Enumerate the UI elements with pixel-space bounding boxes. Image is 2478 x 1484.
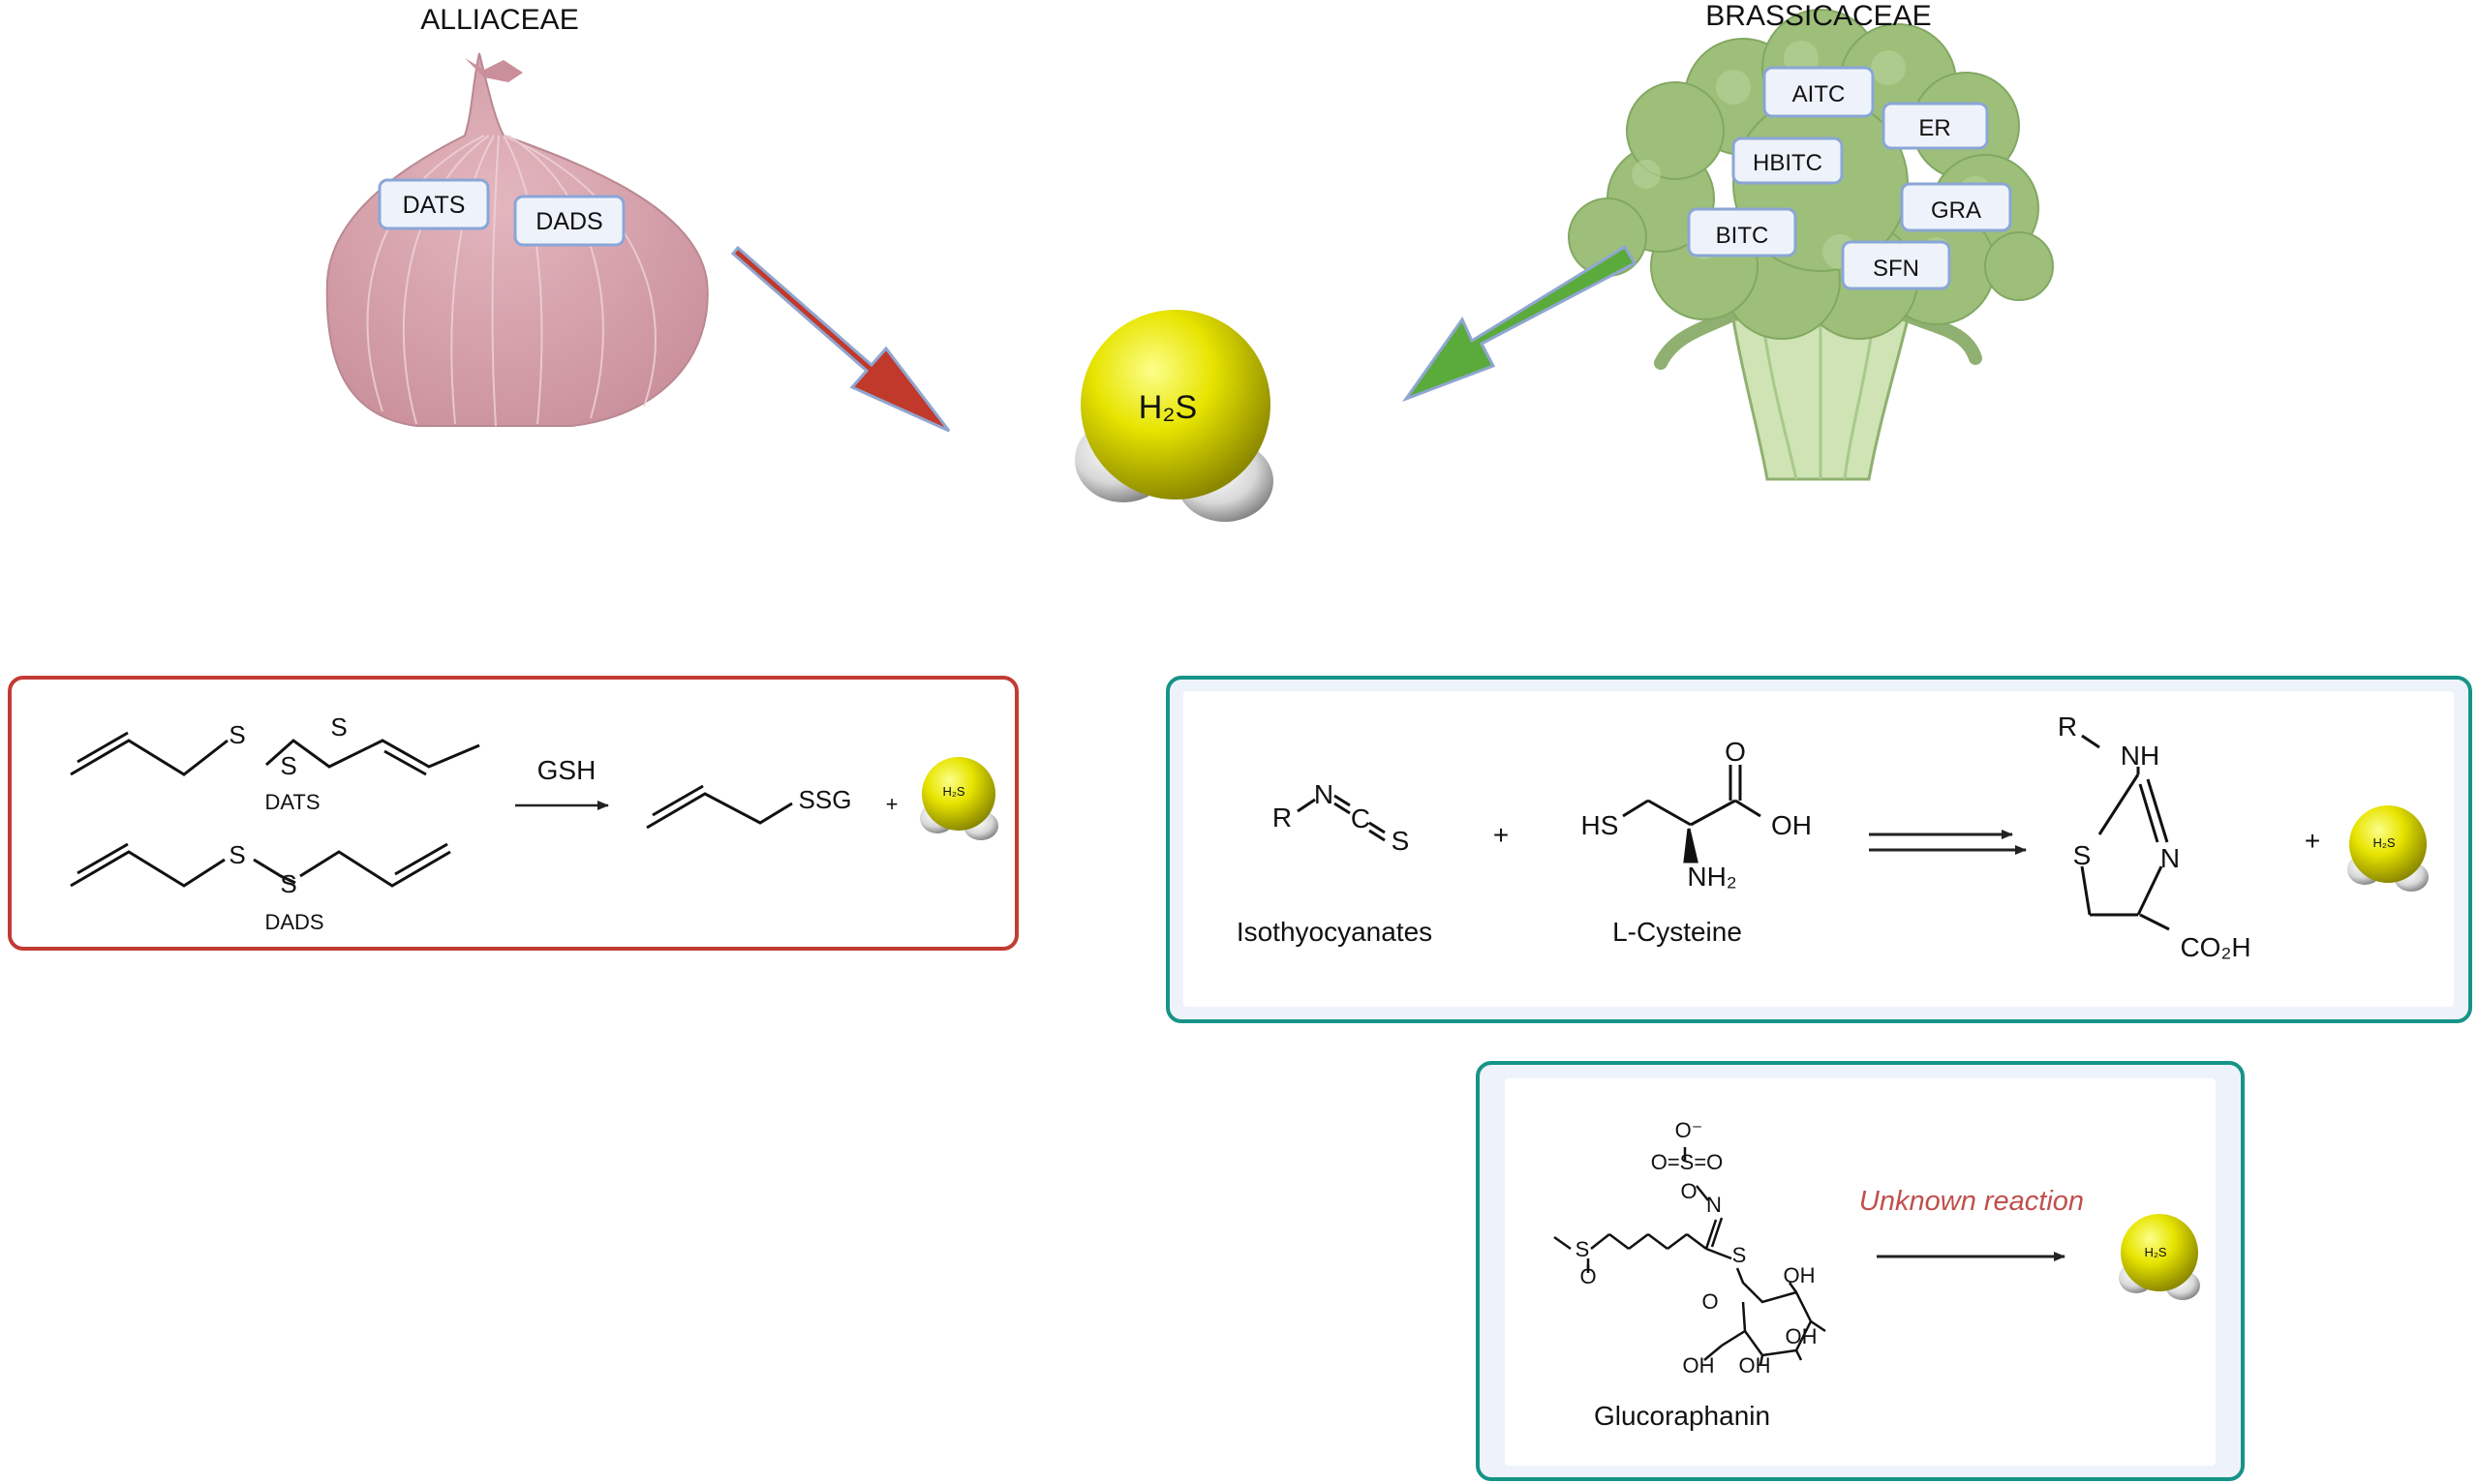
l-cysteine-label: L-Cysteine	[1612, 917, 1742, 947]
sulfur-atom: S	[330, 712, 347, 742]
l-cysteine-structure	[1622, 765, 1761, 863]
red-arrow	[730, 245, 951, 433]
oh-group: OH	[1683, 1353, 1715, 1378]
oxygen-atom: O	[1725, 737, 1746, 767]
nitrogen-atom: N	[2160, 843, 2180, 873]
nh-group: NH	[2121, 741, 2159, 771]
sulfur-atom: S	[280, 869, 296, 898]
compound-tag-aitc: AITC	[1762, 66, 1875, 118]
h2s-label: H₂S	[2372, 835, 2395, 850]
compound-tag-label: GRA	[1931, 197, 1981, 224]
compound-tag-label: HBITC	[1753, 150, 1822, 176]
gsh-reagent-label: GSH	[537, 755, 597, 785]
ssg-label: SSG	[799, 785, 852, 814]
plus-sign: +	[886, 792, 899, 816]
plus-sign: +	[1493, 820, 1509, 850]
sulfur-atom: S	[229, 720, 245, 749]
h2s-molecule-small: H₂S	[2119, 1214, 2200, 1300]
glucoraphanin-label: Glucoraphanin	[1594, 1401, 1770, 1431]
compound-tag-label: BITC	[1716, 223, 1769, 249]
brassicaceae-title: BRASSICACEAE	[1705, 0, 1931, 32]
unknown-reaction-label: Unknown reaction	[1859, 1186, 2084, 1217]
compound-tag-label: DADS	[535, 208, 602, 235]
oxygen-atom: O	[1680, 1179, 1697, 1203]
h2s-label: H₂S	[942, 784, 964, 799]
compound-tag-gra: GRA	[1900, 182, 2012, 232]
compound-tag-bitc: BITC	[1687, 207, 1797, 257]
nh2-group: NH₂	[1687, 862, 1736, 892]
oh-group: OH	[1771, 810, 1812, 840]
oh-group: OH	[1739, 1353, 1771, 1378]
h2s-label: H₂S	[2144, 1245, 2166, 1259]
isothiocyanate-structure	[1297, 794, 1386, 842]
allyl-ssg-structure	[646, 784, 793, 830]
sulfur-atom: S	[280, 751, 296, 780]
isothiocyanates-label: Isothyocyanates	[1237, 917, 1432, 947]
carbon-atom: C	[1351, 803, 1370, 833]
compound-tag-sfn: SFN	[1841, 240, 1951, 290]
r-group: R	[2058, 712, 2077, 742]
h2s-molecule-large: H₂S	[1075, 310, 1273, 522]
nitrogen-atom: N	[1314, 779, 1333, 809]
oxygen-atom: O	[1579, 1264, 1596, 1288]
dats-label: DATS	[264, 790, 320, 814]
h2s-molecule-small: H₂S	[2347, 805, 2429, 892]
double-reaction-arrow	[1869, 830, 2027, 855]
compound-tag-er: ER	[1881, 102, 1989, 150]
sulfonate-group: O=S=O	[1651, 1150, 1724, 1174]
compound-tag-label: ER	[1918, 115, 1950, 141]
co2h-group: CO₂H	[2180, 932, 2250, 962]
dats-structure	[70, 731, 480, 776]
oh-group: OH	[1786, 1324, 1818, 1348]
hs-group: HS	[1581, 810, 1619, 840]
sulfur-atom: S	[1576, 1237, 1590, 1261]
dads-label: DADS	[264, 910, 323, 934]
itc-reaction-panel-inner	[1183, 691, 2454, 1007]
oh-group: OH	[1784, 1263, 1816, 1287]
o-minus: O⁻	[1675, 1118, 1703, 1142]
sulfur-atom: S	[1732, 1243, 1747, 1267]
sulfur-atom: S	[2073, 840, 2092, 870]
alliaceae-title: ALLIACEAE	[420, 4, 578, 36]
h2s-molecule-small: H₂S	[920, 757, 998, 840]
compound-tag-dats: DATS	[378, 178, 490, 230]
dads-structure	[70, 842, 451, 888]
allium-reaction-panel	[8, 676, 1019, 951]
compound-tag-label: DATS	[403, 192, 466, 219]
compound-tag-hbitc: HBITC	[1731, 136, 1844, 185]
sulfur-atom: S	[229, 840, 245, 869]
plus-sign: +	[2305, 826, 2320, 856]
compound-tag-label: AITC	[1792, 81, 1846, 107]
nitrogen-atom: N	[1706, 1193, 1722, 1217]
sulfur-atom: S	[1392, 826, 1410, 856]
green-arrow	[1401, 244, 1637, 403]
oxygen-atom: O	[1701, 1289, 1718, 1314]
glucoraphanin-structure	[1553, 1147, 1826, 1366]
r-group: R	[1272, 803, 1292, 833]
h2s-label: H₂S	[1139, 389, 1197, 426]
compound-tag-label: SFN	[1873, 256, 1919, 282]
glucoraphanin-panel-inner	[1505, 1078, 2216, 1466]
thiazoline-structure	[2080, 734, 2170, 931]
compound-tag-dads: DADS	[513, 195, 626, 247]
